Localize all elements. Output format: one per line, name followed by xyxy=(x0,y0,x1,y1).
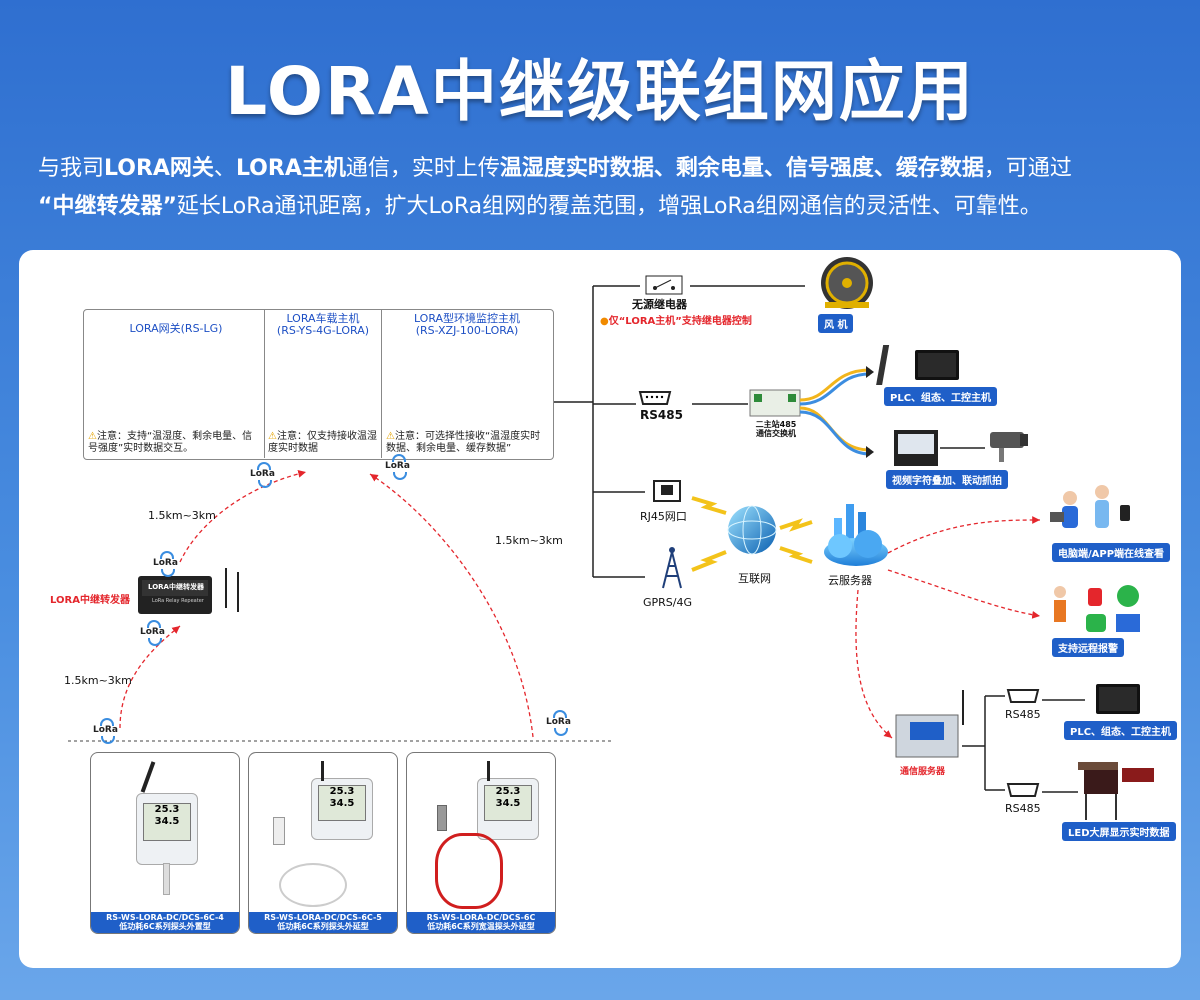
globe-icon xyxy=(727,505,777,555)
monitor-icon xyxy=(876,345,959,385)
alarm-icons xyxy=(1054,585,1140,632)
antenna-icon xyxy=(140,761,156,793)
led-screen-icon xyxy=(1078,762,1154,820)
db9-port-icon xyxy=(1006,689,1040,797)
monitor-icon xyxy=(1096,684,1140,714)
sensor-display: 25.3 34.5 xyxy=(143,803,191,841)
alarm-label: 支持远程报警 xyxy=(1052,638,1124,657)
intro-seg: 与我司 xyxy=(38,156,105,181)
intro-seg: 延长LoRa通讯距离，扩大LoRa组网的覆盖范围，增强LoRa组网通信的灵活性、… xyxy=(176,194,1042,219)
switch-device-icon xyxy=(749,389,801,417)
intro-line-2: “中继转发器”延长LoRa通讯距离，扩大LoRa组网的覆盖范围，增强LoRa组网… xyxy=(38,188,1168,226)
lora-tag: LoRa xyxy=(93,718,118,744)
led-label: LED大屏显示实时数据 xyxy=(1062,822,1176,841)
cable-icon xyxy=(435,833,503,909)
comm-server-icon xyxy=(895,690,964,758)
distance-label: 1.5km~3km xyxy=(148,509,216,522)
comm-server-label: 通信服务器 xyxy=(900,767,946,777)
internet-label: 互联网 xyxy=(738,572,771,585)
relay-device-text: LORA中继转发器 xyxy=(148,583,204,591)
distance-label: 1.5km~3km xyxy=(495,534,563,547)
host-vehicle-note: ⚠注意：仅支持接收温湿度实时数据 xyxy=(268,431,377,454)
sensor-display: 25.3 34.5 xyxy=(484,785,532,821)
temp-reading: 25.3 xyxy=(495,786,521,797)
intro-seg: LORA主机 xyxy=(235,156,346,181)
rj45-port-icon xyxy=(653,480,681,502)
host-devices-box xyxy=(83,309,554,460)
switch-label: 二主站485 通信交换机 xyxy=(755,420,797,438)
probe-icon xyxy=(437,805,447,831)
distance-label: 1.5km~3km xyxy=(64,674,132,687)
intro-text: 与我司LORA网关、LORA主机通信，实时上传温湿度实时数据、剩余电量、信号强度… xyxy=(38,150,1168,226)
video-label: 视频字符叠加、联动抓拍 xyxy=(886,470,1008,489)
people-icon xyxy=(1050,485,1130,528)
host-gateway-note: ⚠注意：支持“温湿度、剩余电量、信号强度”实时数据交互。 xyxy=(88,431,253,454)
intro-seg: 通信，实时上传 xyxy=(345,156,500,181)
intro-line-1: 与我司LORA网关、LORA主机通信，实时上传温湿度实时数据、剩余电量、信号强度… xyxy=(38,150,1168,188)
app-label: 电脑端/APP端在线查看 xyxy=(1052,543,1171,562)
relay-output-label: 无源继电器 xyxy=(632,298,687,311)
lora-tag: LoRa xyxy=(250,462,275,488)
video-device-icon xyxy=(894,430,938,466)
rs485-label: RS485 xyxy=(1005,802,1041,815)
rs485-label: RS485 xyxy=(1005,708,1041,721)
cable-icon xyxy=(279,863,347,907)
lora-tag: LoRa xyxy=(546,710,571,736)
fan-label: 风 机 xyxy=(818,314,854,333)
camera-icon xyxy=(990,432,1028,462)
plc-label: PLC、组态、工控主机 xyxy=(1064,721,1178,740)
fan-icon xyxy=(821,257,873,309)
antenna-icon xyxy=(487,761,490,781)
lora-tag: LoRa xyxy=(153,551,178,577)
relay-device-subtext: LoRa Relay Repeater xyxy=(152,598,204,604)
host-env-name: LORA型环境监控主机 (RS-XZJ-100-LORA) xyxy=(413,312,521,337)
sensor-display: 25.3 34.5 xyxy=(318,785,366,821)
humidity-reading: 34.5 xyxy=(495,798,521,809)
intro-seg: LORA网关 xyxy=(104,156,214,181)
lora-tag: LoRa xyxy=(385,454,410,480)
intro-seg: 、 xyxy=(213,156,236,181)
plc-label: PLC、组态、工控主机 xyxy=(884,387,998,406)
probe-icon xyxy=(273,817,285,845)
relay-repeater-icon xyxy=(138,568,239,614)
divider xyxy=(264,309,265,458)
rj45-label: RJ45网口 xyxy=(640,510,687,523)
rs485-label: RS485 xyxy=(640,408,683,422)
relay-repeater-label: LORA中继转发器 xyxy=(50,595,130,606)
cloud-label: 云服务器 xyxy=(828,574,872,587)
page-title: LORA中继级联组网应用 xyxy=(225,53,975,130)
intro-seg: “中继转发器” xyxy=(38,194,177,219)
temp-reading: 25.3 xyxy=(154,804,180,815)
intro-seg: ，可通过 xyxy=(983,156,1072,181)
divider xyxy=(381,309,382,458)
gprs-label: GPRS/4G xyxy=(643,596,693,609)
antenna-icon xyxy=(321,761,324,781)
intro-seg: 温湿度实时数据、剩余电量、信号强度、缓存数据 xyxy=(499,156,984,181)
host-gateway-name: LORA网关(RS-LG) xyxy=(129,322,223,335)
relay-switch-icon xyxy=(645,275,683,295)
relay-note: ●仅“LORA主机”支持继电器控制 xyxy=(600,316,752,327)
db9-port-icon xyxy=(638,391,672,405)
tower-icon xyxy=(662,547,682,589)
lora-tag: LoRa xyxy=(140,620,165,646)
host-env-note: ⚠注意：可选择性接收“温湿度实时数据、剩余电量、缓存数据” xyxy=(386,431,541,454)
probe-icon xyxy=(163,863,170,895)
cloud-server-icon xyxy=(824,504,888,566)
humidity-reading: 34.5 xyxy=(154,816,180,827)
humidity-reading: 34.5 xyxy=(329,798,355,809)
host-vehicle-name: LORA车载主机 (RS-YS-4G-LORA) xyxy=(276,312,370,337)
temp-reading: 25.3 xyxy=(329,786,355,797)
